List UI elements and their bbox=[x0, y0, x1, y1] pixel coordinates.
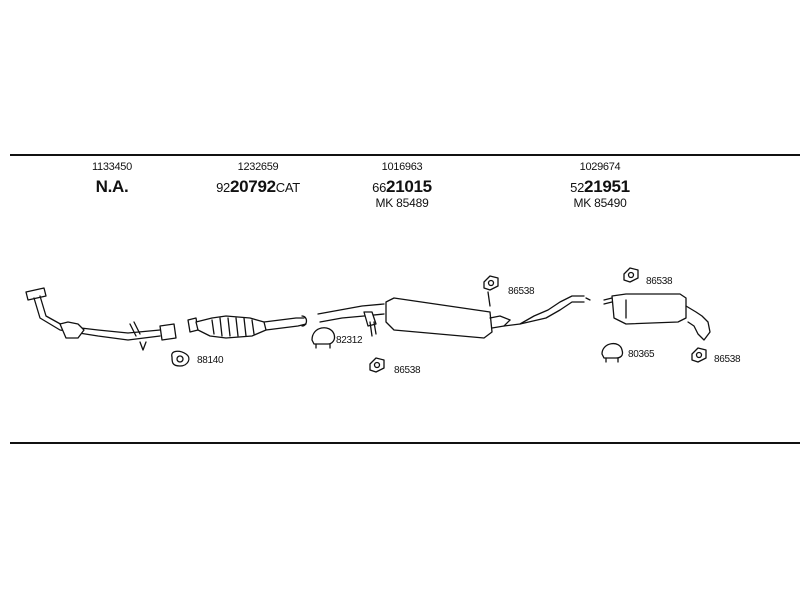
section-part-number: 21951 bbox=[584, 177, 630, 196]
part-label-hanger: 86538 bbox=[714, 354, 741, 365]
section-rear-silencer[interactable]: 1029674 5221951 MK 85490 bbox=[570, 161, 630, 210]
section-prefix: 52 bbox=[570, 180, 585, 195]
section-ref-number: 1232659 bbox=[237, 161, 279, 173]
middle-pipe-with-silencer[interactable] bbox=[317, 291, 591, 339]
clamp-icon[interactable] bbox=[311, 327, 336, 349]
bottom-divider-line bbox=[10, 442, 800, 444]
part-label-clamp: 82312 bbox=[336, 335, 363, 346]
hanger-icon[interactable] bbox=[623, 267, 639, 283]
front-pipe[interactable] bbox=[25, 287, 177, 351]
section-middle-silencer[interactable]: 1016963 6621015 MK 85489 bbox=[372, 161, 432, 210]
section-main-label: N.A. bbox=[95, 177, 129, 196]
rear-silencer[interactable] bbox=[603, 293, 711, 341]
section-part-number: 20792 bbox=[229, 177, 276, 196]
part-label-clamp: 80365 bbox=[628, 349, 655, 360]
top-divider-line bbox=[10, 154, 800, 156]
catalytic-converter[interactable] bbox=[187, 315, 308, 339]
section-front-pipe[interactable]: 1133450 N.A. bbox=[92, 161, 132, 196]
clamp-icon[interactable] bbox=[601, 343, 624, 363]
section-mk-number: MK 85490 bbox=[573, 196, 627, 210]
hanger-icon[interactable] bbox=[369, 357, 385, 373]
part-label-gasket: 88140 bbox=[197, 355, 224, 366]
section-prefix: 66 bbox=[372, 180, 387, 195]
hanger-icon[interactable] bbox=[483, 275, 499, 291]
section-suffix: CAT bbox=[275, 180, 300, 195]
section-prefix: 92 bbox=[216, 180, 230, 195]
section-mk-number: MK 85489 bbox=[375, 196, 429, 210]
hanger-icon[interactable] bbox=[691, 347, 707, 363]
section-ref-number: 1133450 bbox=[92, 161, 132, 173]
part-label-hanger: 86538 bbox=[508, 286, 535, 297]
section-part-number: 21015 bbox=[386, 177, 432, 196]
part-label-hanger: 86538 bbox=[646, 276, 673, 287]
section-ref-number: 1029674 bbox=[579, 161, 621, 173]
section-catalyst[interactable]: 1232659 9220792CAT bbox=[216, 161, 300, 196]
section-ref-number: 1016963 bbox=[381, 161, 423, 173]
gasket-icon[interactable] bbox=[171, 350, 190, 367]
part-label-hanger: 86538 bbox=[394, 365, 421, 376]
